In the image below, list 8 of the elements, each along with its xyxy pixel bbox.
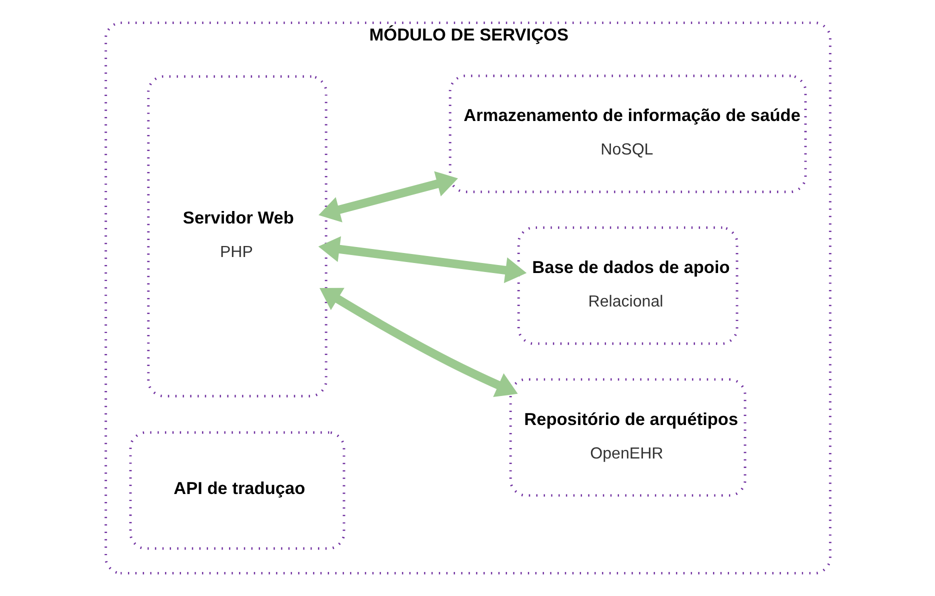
- arrow: [318, 236, 526, 284]
- node-box: Servidor Web PHP: [146, 75, 327, 398]
- arrow: [318, 171, 458, 222]
- arrow: [319, 288, 518, 398]
- node-box: API de traduçao: [128, 431, 345, 550]
- node-box: Repositório de arquétipos OpenEHR: [508, 378, 746, 497]
- node-box: Base de dados de apoio Relacional: [516, 226, 738, 345]
- node-box: Armazenamento de informação de saúde NoSQL: [448, 74, 806, 194]
